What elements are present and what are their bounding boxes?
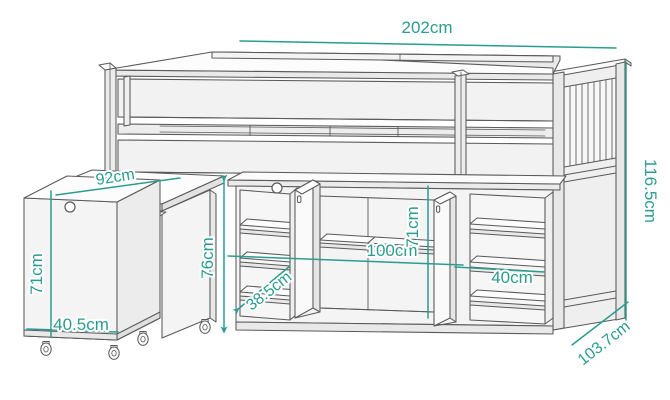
- castor-wheel: [40, 340, 52, 356]
- guard-rail: [211, 51, 554, 63]
- door-knob-icon: [64, 201, 76, 213]
- dimension-side-shelf-width: [454, 266, 546, 273]
- cupboard-interior: [319, 195, 442, 313]
- dimension-shelf-depth: [232, 265, 291, 315]
- dimension-label-cupboard-height: 71cm: [403, 206, 422, 248]
- cupboard-door-left: [294, 179, 321, 319]
- furniture-body: [23, 51, 632, 360]
- cupboard-door-right: [433, 191, 457, 327]
- door-knob-icon: [271, 182, 283, 194]
- dimension-label-pedestal-width: 40.5cm: [53, 315, 109, 334]
- door-handle-icon: [297, 195, 302, 203]
- dimension-overall-depth: [571, 301, 629, 346]
- door-handle-icon: [436, 205, 441, 213]
- dimension-layer: [26, 40, 629, 346]
- bed-frame: [98, 51, 561, 333]
- mobile-pedestal: [23, 175, 161, 360]
- shelf-unit-right: [469, 191, 554, 325]
- dimension-cupboard-width: [227, 255, 464, 266]
- dimension-label-pedestal-height: 71cm: [27, 253, 46, 295]
- dimension-label-overall-depth: 103.7cm: [575, 318, 634, 369]
- dimension-overall-width: [239, 40, 617, 49]
- dimension-desk-length: [55, 177, 181, 196]
- dimension-label-cupboard-width: 100cm: [366, 241, 417, 260]
- castor-wheel: [137, 330, 149, 346]
- dimension-label-overall-height: 116.5cm: [641, 159, 660, 223]
- dimension-label-side-shelf-width: 40cm: [491, 268, 533, 287]
- castor-wheel: [199, 318, 211, 334]
- slatted-end-panel: [549, 58, 632, 331]
- dimension-label-desk-clearance: 76cm: [198, 237, 217, 279]
- dimension-pedestal-width: [26, 328, 119, 333]
- dimension-label-overall-width: 202cm: [401, 18, 452, 37]
- castor-wheel: [108, 344, 120, 360]
